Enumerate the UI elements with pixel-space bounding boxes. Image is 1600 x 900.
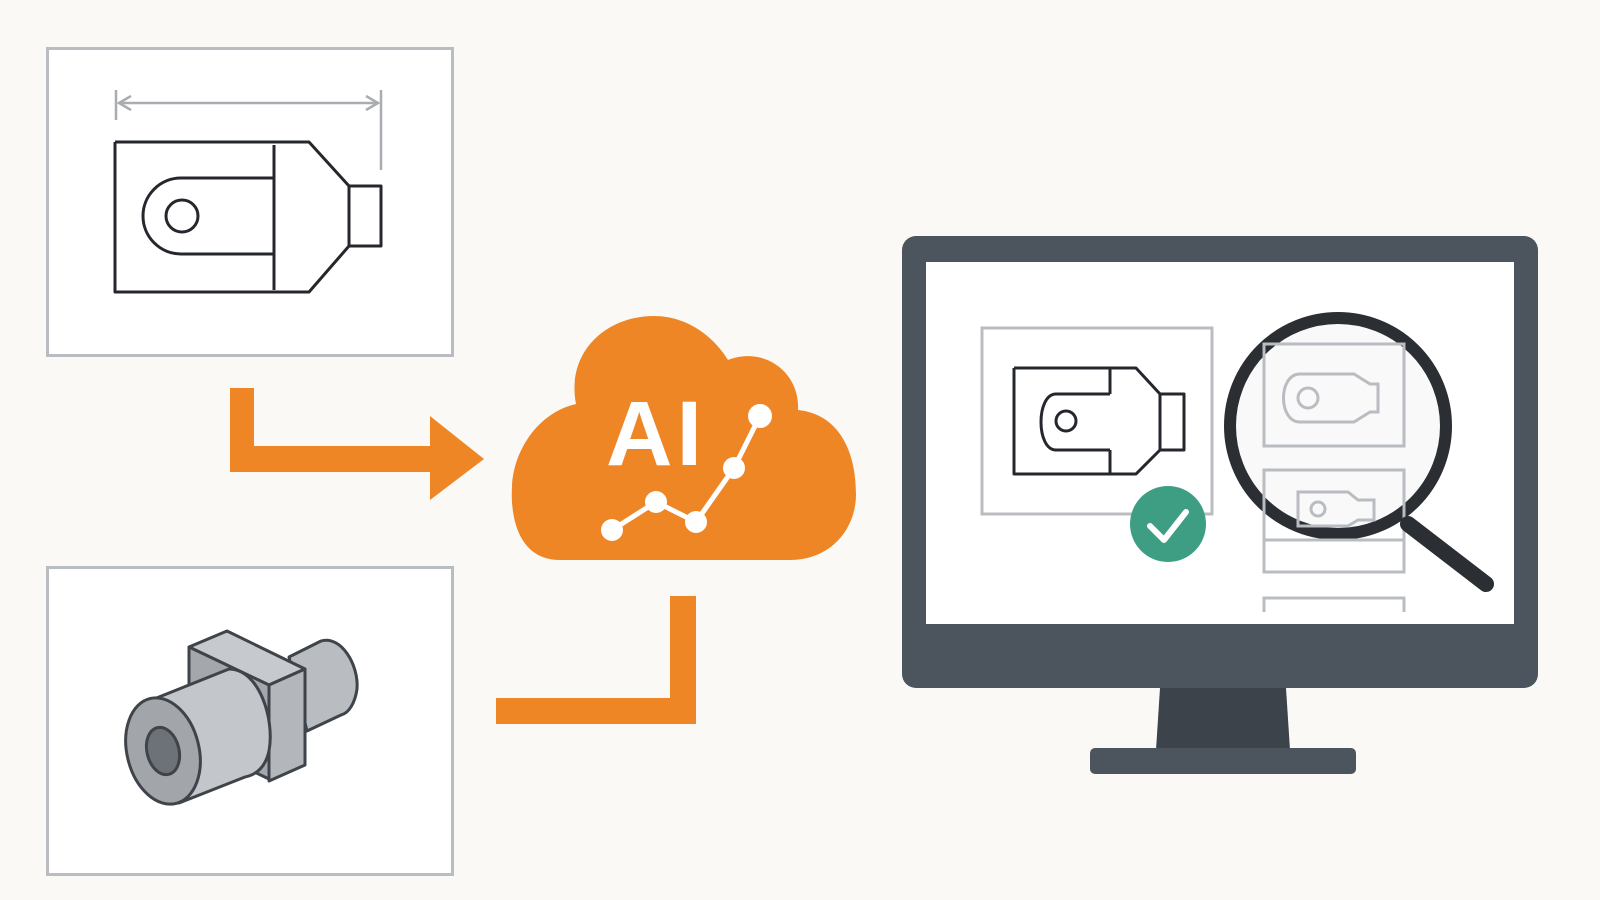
magnifier-icon (1224, 312, 1494, 592)
arrow-drawing-to-cloud (230, 388, 484, 500)
check-badge-icon (1130, 486, 1206, 562)
screen-drawing-card (980, 326, 1214, 516)
dimension-line (114, 90, 383, 170)
3d-part-illustration (124, 629, 359, 806)
part-outline-2d (113, 140, 383, 294)
3d-model-panel (46, 566, 454, 876)
arrow-cloud-to-model (496, 596, 696, 724)
cloud-ai-icon (511, 316, 856, 560)
technical-drawing-panel (46, 47, 454, 357)
cylinder-bore (144, 725, 182, 777)
technical-drawing-illustration (113, 90, 383, 294)
cloud-ai-label: AI (606, 383, 706, 485)
